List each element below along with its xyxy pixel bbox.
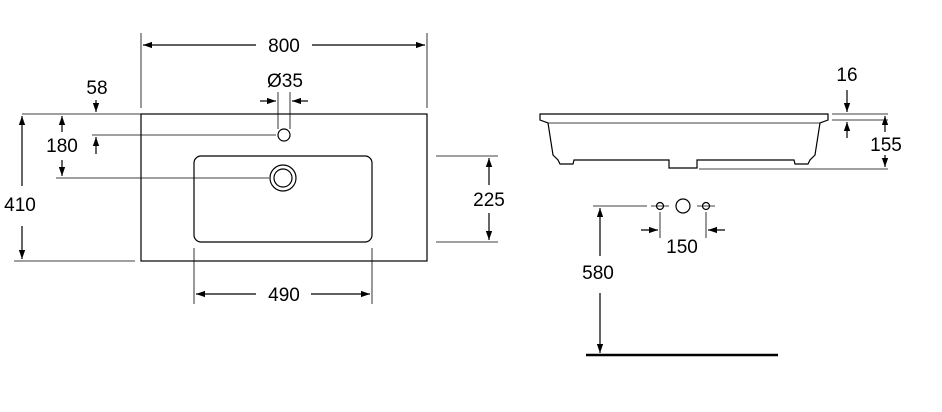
tap-spacing-label: 150 bbox=[666, 237, 698, 258]
depth-label: 410 bbox=[4, 195, 36, 216]
tap-hole-offset-label: 58 bbox=[86, 78, 107, 99]
width-label: 800 bbox=[268, 36, 300, 57]
side-profile bbox=[539, 113, 829, 169]
basin-outline bbox=[140, 113, 428, 262]
side-view: 16 155 150 580 bbox=[539, 65, 902, 357]
install-height-label: 580 bbox=[582, 263, 614, 284]
tap-hole-center bbox=[675, 198, 691, 214]
drain-outer bbox=[269, 164, 297, 192]
height-label: 155 bbox=[870, 135, 902, 156]
rim-thickness-label: 16 bbox=[836, 65, 857, 86]
tap-hole-diameter-label: Ø35 bbox=[267, 71, 303, 92]
top-view: 800 Ø35 58 180 410 225 490 bbox=[4, 33, 505, 306]
bowl-depth-label: 225 bbox=[473, 190, 505, 211]
drain-inner bbox=[273, 168, 293, 188]
bowl-outline bbox=[193, 155, 373, 243]
tap-hole bbox=[277, 128, 291, 142]
bowl-width-label: 490 bbox=[268, 285, 300, 306]
drain-offset-label: 180 bbox=[46, 136, 78, 157]
